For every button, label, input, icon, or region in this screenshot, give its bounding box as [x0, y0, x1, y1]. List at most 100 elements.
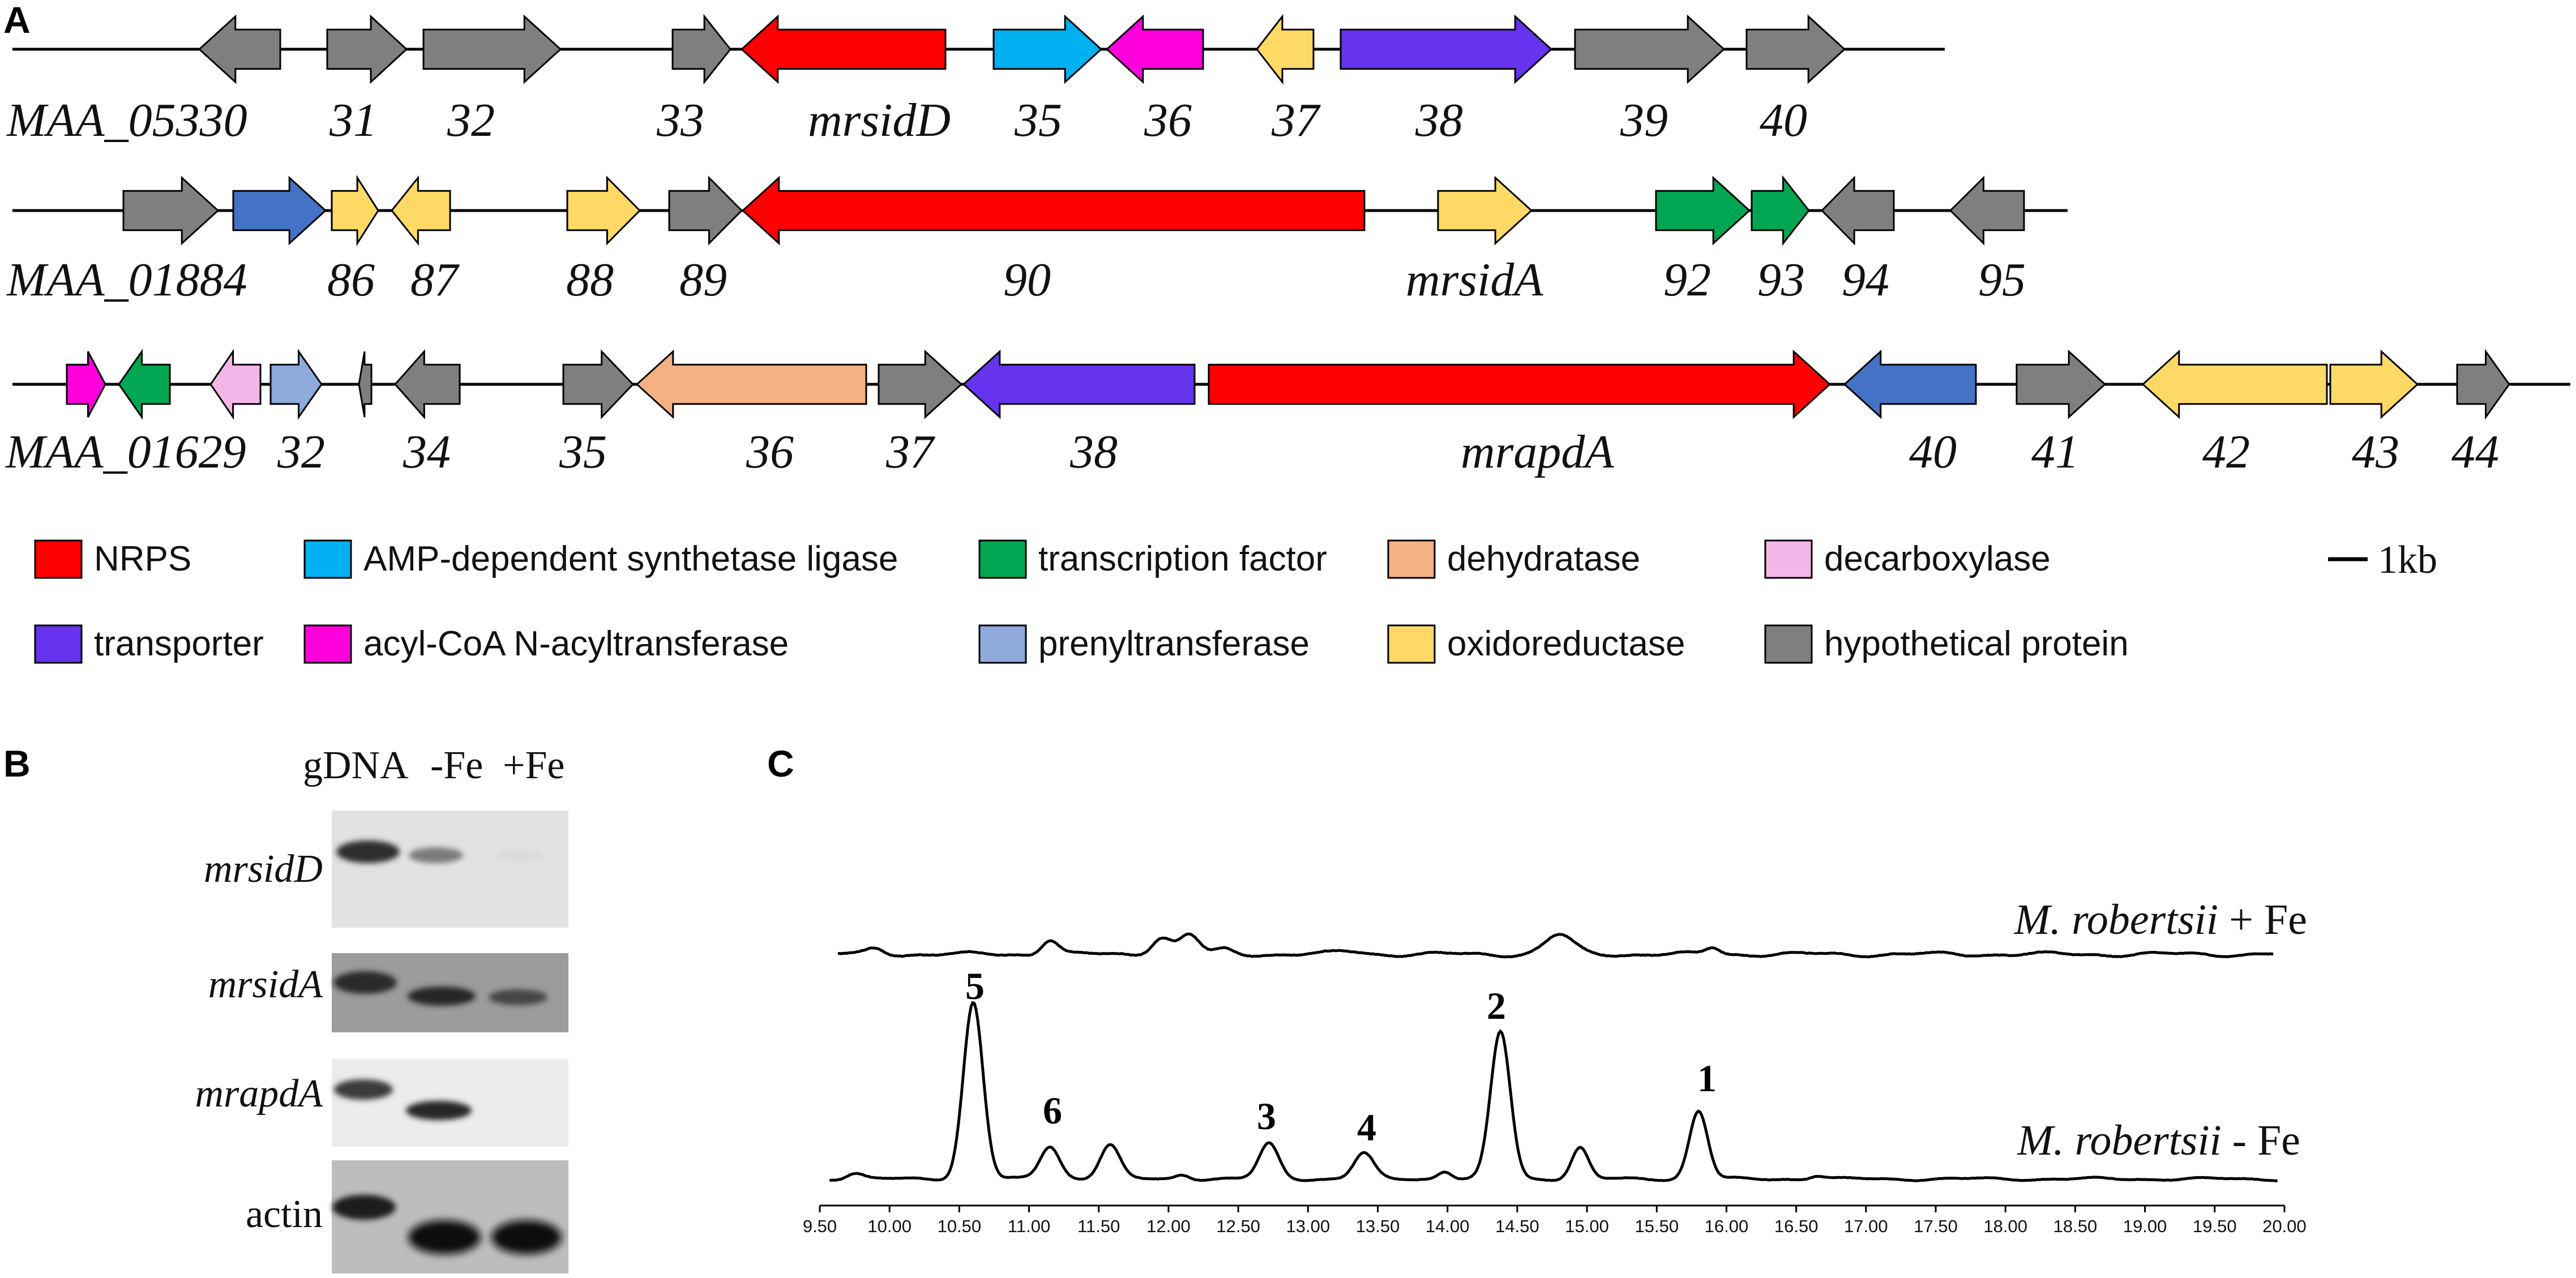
gel-mrapdA-band-minus-fe	[406, 1101, 472, 1120]
gene-arrow-row3-5	[393, 349, 461, 419]
row-2-genes	[122, 174, 2025, 247]
lane-header-plus-fe: +Fe	[503, 744, 564, 787]
row-2-label-5: 90	[1003, 254, 1051, 306]
gene-arrow-row2-11	[1949, 175, 2025, 246]
row-1-label-10: 40	[1760, 94, 1807, 147]
x-tick-label-1: 10.00	[867, 1216, 912, 1236]
gel-actin: actin	[246, 1160, 568, 1273]
trace-label-minus-fe-suffix: - Fe	[2222, 1117, 2300, 1164]
gene-arrow-row1-6	[1105, 14, 1204, 84]
legend-item-amp: AMP-dependent synthetase ligase	[303, 539, 898, 579]
x-tick-label-11: 15.00	[1565, 1216, 1609, 1236]
gene-cluster-row-2: MAA_01884 86 87 88 89 90 mrsidA 92 93 94…	[6, 174, 2068, 306]
gel-mrapdA-band-gdna	[334, 1079, 393, 1100]
gene-arrow-row2-0	[122, 175, 220, 246]
legend-swatch-prenyl	[978, 624, 1027, 664]
gene-cluster-row-1: MAA_05330 31 32 33 mrsidD 35 36 37 38 39…	[6, 14, 1945, 147]
gel-mrsidD: mrsidD	[204, 810, 568, 928]
row-2-label-10: 95	[1978, 254, 2026, 306]
gene-arrow-row2-9	[1751, 175, 1810, 246]
gene-arrow-row1-7	[1256, 14, 1315, 85]
gene-arrow-row3-8	[878, 349, 963, 419]
gel-label-mrsidD: mrsidD	[204, 847, 323, 891]
legend-label-nrps: NRPS	[94, 539, 191, 578]
panel-b-label: B	[3, 743, 31, 784]
row-2-label-8: 93	[1757, 254, 1805, 306]
legend-item-dehydratase: dehydratase	[1387, 539, 1640, 579]
row-1-label-9: 39	[1620, 94, 1668, 147]
chromatogram: M. robertsii + Fe M. robertsii - Fe 5 6 …	[803, 896, 2307, 1236]
trace-label-plus-fe: M. robertsii + Fe	[2014, 896, 2307, 944]
gene-arrow-row2-4	[566, 175, 641, 246]
row-1-label-2: 32	[447, 94, 495, 147]
row-3-label-10: 42	[2202, 426, 2250, 478]
legend-label-oxidoreductase: oxidoreductase	[1447, 624, 1685, 663]
x-tick-label-9: 14.00	[1426, 1216, 1470, 1236]
legend-swatch-oxidoreductase	[1387, 624, 1436, 664]
peak-label-4: 4	[1357, 1106, 1376, 1149]
legend-item-tf: transcription factor	[978, 539, 1327, 579]
gel-mrsidA: mrsidA	[208, 953, 568, 1032]
row-2-label-2: 87	[410, 254, 460, 306]
gel-label-actin: actin	[246, 1193, 323, 1236]
legend-swatch-acyl	[303, 624, 352, 664]
row-2-label-6: mrsidA	[1406, 254, 1543, 306]
row-1-label-5: 35	[1014, 94, 1062, 147]
row-1-label-0: MAA_05330	[6, 94, 247, 147]
legend-item-prenyl: prenyltransferase	[978, 624, 1310, 664]
x-tick-label-5: 12.00	[1146, 1216, 1191, 1236]
legend-swatch-transporter	[34, 624, 83, 664]
gene-cluster-row-3: MAA_01629 32 34 35 36 37 38 mrapdA 40 41…	[5, 349, 2570, 478]
scale-bar: 1kb	[2328, 538, 2437, 582]
gel-lane-headers: gDNA -Fe +Fe	[303, 744, 564, 787]
x-tick-label-10: 14.50	[1495, 1216, 1539, 1236]
row-3-label-0: MAA_01629	[5, 426, 246, 478]
legend-swatch-hypothetical	[1764, 624, 1813, 664]
gene-arrow-row3-13	[2141, 349, 2328, 419]
gene-arrow-row1-10	[1745, 14, 1846, 84]
row-1-label-1: 31	[329, 94, 377, 147]
gene-arrow-row3-6	[562, 349, 635, 419]
gene-arrow-row2-10	[1820, 175, 1895, 246]
gene-arrow-row2-3	[391, 175, 451, 246]
gene-arrow-row2-2	[331, 174, 379, 247]
x-tick-label-16: 17.50	[1914, 1216, 1958, 1236]
peak-label-2: 2	[1487, 984, 1506, 1027]
legend-label-hypothetical: hypothetical protein	[1824, 624, 2129, 663]
row-2-label-9: 94	[1842, 254, 1889, 306]
gene-arrow-row2-5	[668, 175, 743, 246]
trace-plus-fe	[837, 932, 2274, 959]
gene-arrow-row3-0	[66, 351, 106, 418]
row-3-label-1: 32	[277, 426, 325, 478]
legend-label-decarboxylase: decarboxylase	[1824, 539, 2051, 578]
gene-arrow-row2-1	[232, 175, 327, 246]
gene-arrow-row1-0	[198, 14, 281, 84]
x-tick-label-15: 17.00	[1844, 1216, 1888, 1236]
row-3-label-3: 35	[559, 426, 607, 478]
legend-item-nrps: NRPS	[34, 539, 191, 579]
gene-arrow-row3-7	[635, 349, 867, 419]
gel-mrsidA-band-plus-fe	[489, 989, 547, 1005]
legend-label-transporter: transporter	[94, 624, 264, 663]
gel-mrsidD-band-minus-fe	[409, 847, 463, 863]
gel-actin-band-gdna	[332, 1195, 396, 1220]
peak-label-6: 6	[1043, 1089, 1062, 1132]
row-2-label-1: 86	[327, 254, 375, 306]
legend-label-dehydratase: dehydratase	[1447, 539, 1640, 578]
gene-arrow-row2-7	[1437, 175, 1533, 246]
row-3-label-9: 41	[2031, 426, 2079, 478]
gene-arrow-row3-11	[1843, 349, 1977, 419]
x-tick-label-7: 13.00	[1286, 1216, 1330, 1236]
row-1-label-6: 36	[1144, 94, 1192, 147]
x-tick-label-12: 15.50	[1634, 1216, 1679, 1236]
x-tick-label-19: 19.00	[2123, 1216, 2167, 1236]
gel-mrsidA-band-gdna	[333, 971, 397, 994]
x-tick-label-3: 11.00	[1008, 1216, 1050, 1236]
legend-item-decarboxylase: decarboxylase	[1764, 539, 2051, 579]
gene-arrow-row1-4	[740, 14, 947, 84]
x-tick-label-20: 19.50	[2193, 1216, 2237, 1236]
row-2-label-0: MAA_01884	[6, 254, 247, 306]
legend-label-amp: AMP-dependent synthetase ligase	[363, 539, 898, 578]
gene-arrow-row1-9	[1574, 14, 1726, 84]
